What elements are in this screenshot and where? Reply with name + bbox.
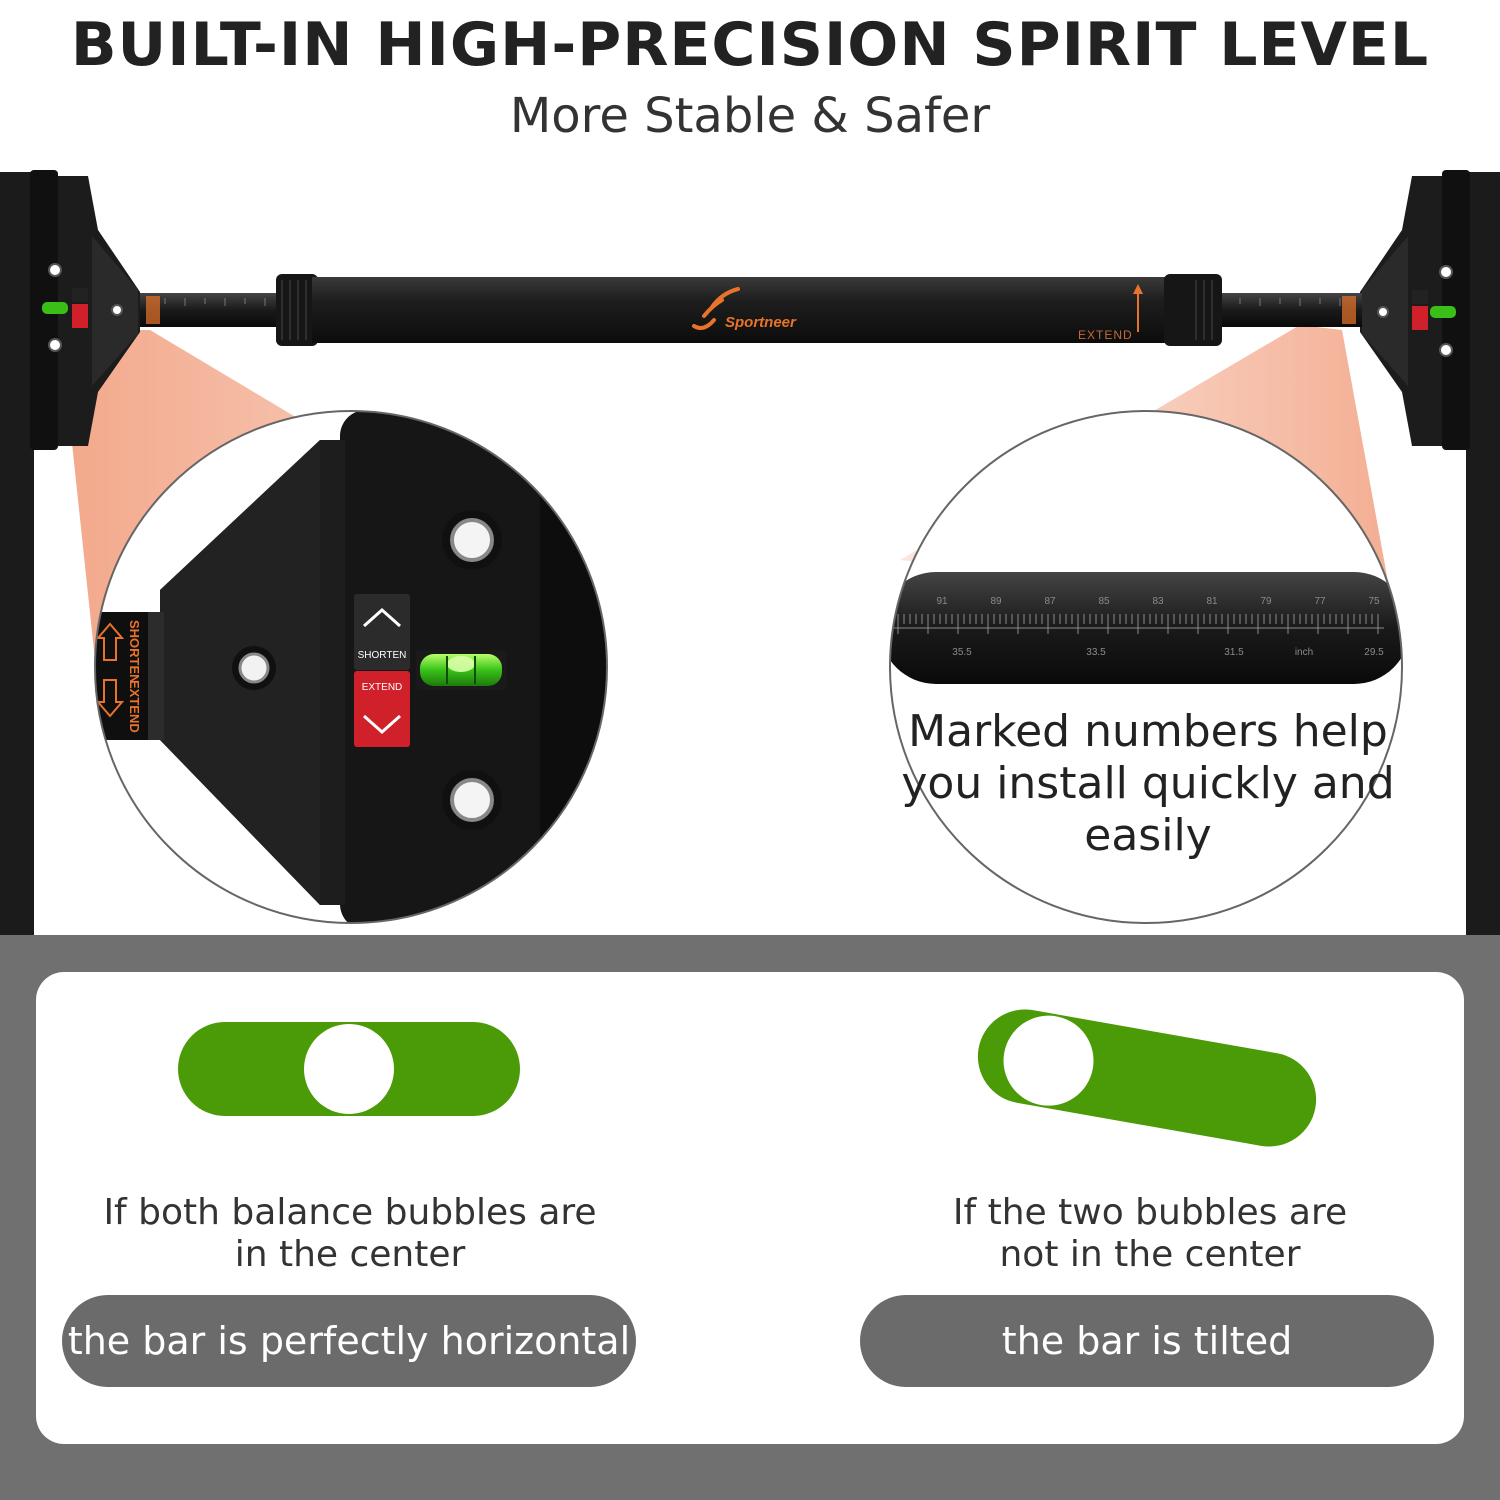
shorten-button-label: SHORTEN [358,650,407,661]
scale-top-label: 85 [1098,596,1110,607]
chevron-down-icon [363,714,401,735]
scale-ticks [894,614,1384,634]
collar-label-shorten: SHORTEN [127,620,142,684]
page-title: BUILT-IN HIGH-PRECISION SPIRIT LEVEL [70,10,1430,80]
scale-bottom-label: 35.5 [952,647,972,658]
scale-top-label: 89 [990,596,1002,607]
extend-button [354,671,410,747]
result-pill-level: the bar is perfectly horizontal [62,1295,636,1387]
bar-extend-label: EXTEND [1078,328,1133,342]
scale-top-label: 83 [1152,596,1164,607]
brand-logo [692,287,740,330]
level-bubble [447,656,475,672]
level-indicator-horizontal [178,1022,520,1116]
page-subtitle: More Stable & Safer [509,88,991,144]
collar-label-extend: EXTEND [127,680,142,733]
scale-top-label: 87 [1044,596,1056,607]
bubble-centered [304,1024,394,1114]
zoom-right-content: 91 89 87 85 83 81 79 77 75 35.5 33.5 31.5 inch 29.5 [890,411,1402,923]
scale-bottom-labels: 35.5 33.5 31.5 inch 29.5 [952,647,1384,658]
extend-button-label: EXTEND [362,682,403,693]
caption-level: If both balance bubbles are in the cente… [103,1192,597,1275]
caption-tilted: If the two bubbles are not in the center [952,1192,1348,1275]
scale-bottom-label: inch [1295,647,1313,658]
left-bracket [30,170,140,450]
scale-bottom-label: 31.5 [1224,647,1244,658]
right-bracket [1360,170,1470,450]
scale-bottom-label: 33.5 [1086,647,1106,658]
brand-name: Sportneer [725,314,797,331]
scale-top-labels: 91 89 87 85 83 81 79 77 75 [936,596,1380,607]
scale-bottom-label: 29.5 [1364,647,1384,658]
zoom-right-caption: Marked numbers help you install quickly … [901,706,1395,861]
scale-top-label: 91 [936,596,948,607]
scale-top-label: 75 [1368,596,1380,607]
product-illustration: Sportneer EXTEND SHORTEN EXTEND [0,170,1500,935]
tube-ticks-right [1239,298,1341,306]
result-pill-tilted: the bar is tilted [860,1295,1434,1387]
level-indicator-tilted [977,1009,1317,1147]
chevron-up-icon [363,607,401,628]
collar-arrows [95,622,125,718]
inner-tube-right [1210,293,1362,327]
tube-ticks-left [164,298,266,306]
scale-top-label: 79 [1260,596,1272,607]
zoom-circle-left [94,410,608,924]
bubble-off-center [1003,1015,1094,1106]
collar-right [1164,274,1222,346]
zoom-circle-right [889,410,1403,924]
scale-top-label: 77 [1314,596,1326,607]
shorten-button [354,594,410,670]
door-frame-right [1466,172,1500,935]
scale-top-label: 81 [1206,596,1218,607]
main-bar [312,277,1192,343]
door-frame-left [0,172,34,935]
zoom-left-content: SHORTEN EXTEND SHORTEN EXTEND [95,411,607,923]
